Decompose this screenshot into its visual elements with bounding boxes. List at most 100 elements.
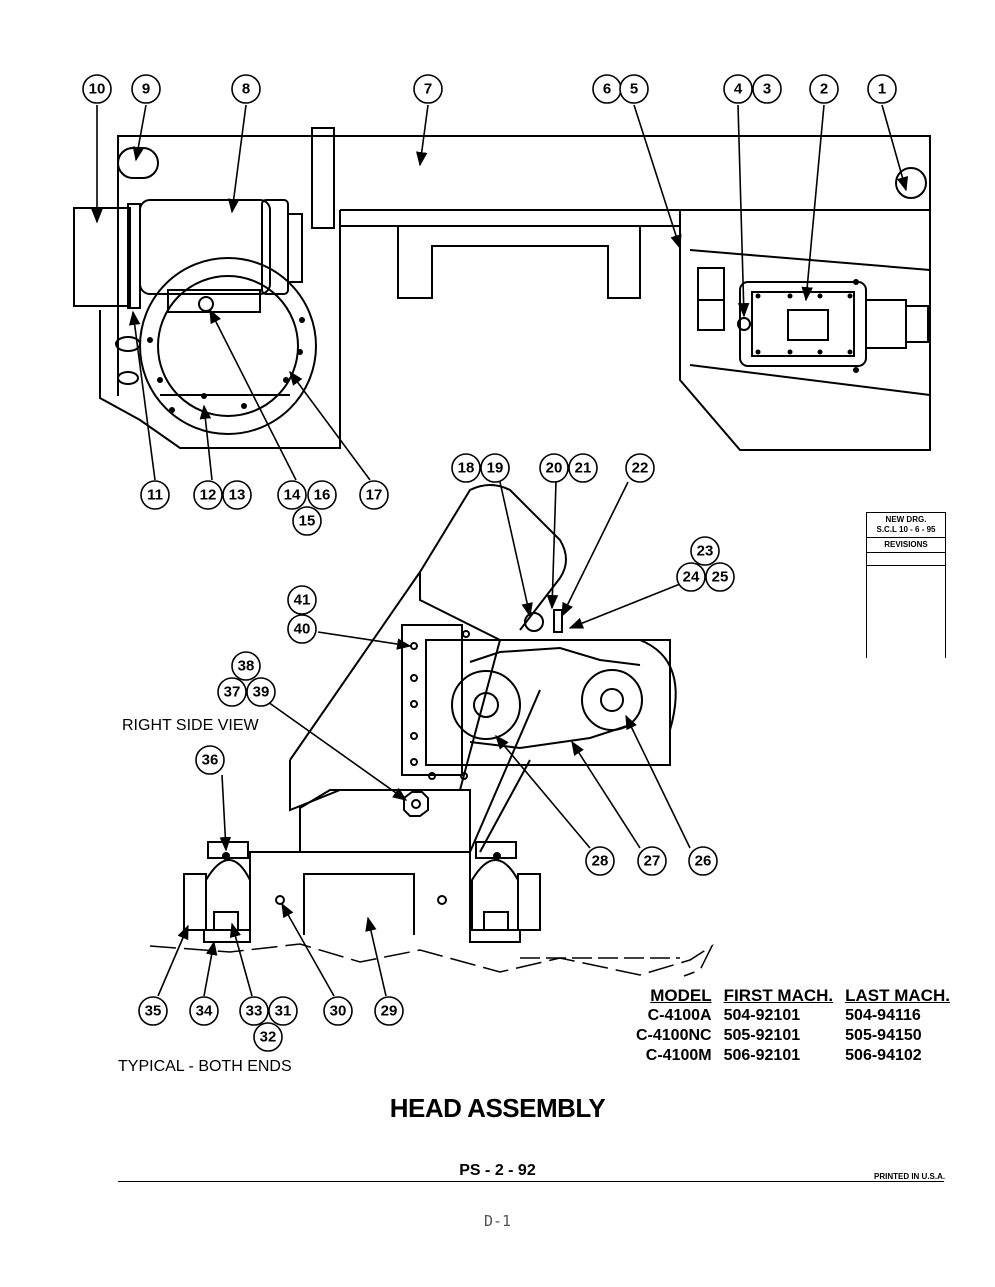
callout-25: 25 — [705, 562, 735, 592]
svg-text:21: 21 — [575, 460, 592, 477]
svg-text:2: 2 — [820, 81, 828, 98]
svg-text:35: 35 — [145, 1003, 162, 1020]
callout-12: 12 — [193, 480, 223, 510]
svg-text:8: 8 — [242, 81, 250, 98]
right-side-view — [149, 484, 714, 977]
svg-text:27: 27 — [644, 853, 661, 870]
callout-39: 39 — [246, 677, 276, 707]
top-view — [73, 127, 931, 451]
callout-31: 31 — [268, 996, 298, 1026]
callout-38: 38 — [231, 651, 261, 681]
table-header-last: LAST MACH. — [845, 986, 950, 1005]
callout-8: 8 — [231, 74, 261, 104]
callout-30: 30 — [323, 996, 353, 1026]
revision-new-drawing: NEW DRG. S.C.L 10 - 6 - 95 — [867, 512, 945, 538]
callout-19: 19 — [480, 453, 510, 483]
svg-text:10: 10 — [89, 81, 106, 98]
svg-text:12: 12 — [200, 487, 217, 504]
callout-27: 27 — [637, 846, 667, 876]
callout-17: 17 — [359, 480, 389, 510]
model-table: MODEL FIRST MACH. LAST MACH. C-4100A 504… — [630, 986, 956, 1066]
callout-20: 20 — [539, 453, 569, 483]
svg-text:4: 4 — [734, 81, 743, 98]
footer-divider — [118, 1181, 944, 1182]
callout-24: 24 — [676, 562, 706, 592]
callout-40: 40 — [287, 614, 317, 644]
svg-text:32: 32 — [260, 1029, 277, 1046]
table-header-first: FIRST MACH. — [723, 986, 834, 1005]
svg-text:9: 9 — [142, 81, 150, 98]
svg-text:16: 16 — [314, 487, 331, 504]
svg-text:6: 6 — [603, 81, 611, 98]
svg-text:34: 34 — [196, 1003, 213, 1020]
callout-14: 14 — [277, 480, 307, 510]
callout-1: 1 — [867, 74, 897, 104]
table-header-model: MODEL — [650, 986, 712, 1005]
svg-text:13: 13 — [229, 487, 246, 504]
callout-18: 18 — [451, 453, 481, 483]
callout-28: 28 — [585, 846, 615, 876]
revision-header: REVISIONS — [867, 538, 945, 553]
page-title: HEAD ASSEMBLY — [389, 1093, 606, 1123]
svg-text:37: 37 — [224, 684, 241, 701]
svg-text:28: 28 — [592, 853, 609, 870]
sheet-number: D-1 — [483, 1212, 512, 1230]
callout-6: 6 — [592, 74, 622, 104]
table-row: C-4100NC 505-92101 505-94150 — [636, 1027, 922, 1044]
svg-text:18: 18 — [458, 460, 475, 477]
svg-text:41: 41 — [294, 592, 311, 609]
svg-text:20: 20 — [546, 460, 563, 477]
right-side-view-label: RIGHT SIDE VIEW — [122, 717, 259, 734]
callout-3: 3 — [752, 74, 782, 104]
callout-33: 33 — [239, 996, 269, 1026]
callout-2: 2 — [809, 74, 839, 104]
svg-text:25: 25 — [712, 569, 729, 586]
svg-text:31: 31 — [275, 1003, 292, 1020]
svg-text:23: 23 — [697, 543, 714, 560]
callout-bubbles: 10 9 8 7 6 5 4 3 2 1 11 12 13 14 16 15 1… — [82, 74, 897, 1052]
callout-10: 10 — [82, 74, 112, 104]
callout-36: 36 — [195, 745, 225, 775]
svg-text:39: 39 — [253, 684, 270, 701]
page-code: PS - 2 - 92 — [459, 1162, 536, 1179]
svg-text:26: 26 — [695, 853, 712, 870]
callout-7: 7 — [413, 74, 443, 104]
svg-text:40: 40 — [294, 621, 311, 638]
table-row: C-4100A 504-92101 504-94116 — [647, 1007, 921, 1024]
callout-11: 11 — [140, 480, 170, 510]
callout-37: 37 — [217, 677, 247, 707]
revision-empty-row — [867, 553, 945, 566]
callout-32: 32 — [253, 1022, 283, 1052]
typical-both-ends-label: TYPICAL - BOTH ENDS — [118, 1058, 292, 1075]
svg-text:3: 3 — [763, 81, 771, 98]
svg-text:22: 22 — [632, 460, 649, 477]
svg-text:1: 1 — [878, 81, 886, 98]
svg-text:7: 7 — [424, 81, 432, 98]
svg-text:19: 19 — [487, 460, 504, 477]
svg-text:30: 30 — [330, 1003, 347, 1020]
callout-4: 4 — [723, 74, 753, 104]
callout-9: 9 — [131, 74, 161, 104]
svg-text:36: 36 — [202, 752, 219, 769]
svg-text:5: 5 — [630, 81, 638, 98]
callout-35: 35 — [138, 996, 168, 1026]
svg-text:15: 15 — [299, 513, 316, 530]
callout-23: 23 — [690, 536, 720, 566]
svg-text:29: 29 — [381, 1003, 398, 1020]
callout-26: 26 — [688, 846, 718, 876]
callout-15: 15 — [292, 506, 322, 536]
callout-29: 29 — [374, 996, 404, 1026]
svg-text:33: 33 — [246, 1003, 263, 1020]
printed-in-usa: PRINTED IN U.S.A. — [874, 1172, 946, 1181]
callout-5: 5 — [619, 74, 649, 104]
callout-13: 13 — [222, 480, 252, 510]
callout-41: 41 — [287, 585, 317, 615]
svg-text:11: 11 — [147, 487, 163, 504]
svg-text:24: 24 — [683, 569, 700, 586]
svg-text:17: 17 — [366, 487, 383, 504]
svg-text:38: 38 — [238, 658, 255, 675]
revision-block: NEW DRG. S.C.L 10 - 6 - 95 REVISIONS — [866, 512, 946, 658]
callout-22: 22 — [625, 453, 655, 483]
callout-16: 16 — [307, 480, 337, 510]
